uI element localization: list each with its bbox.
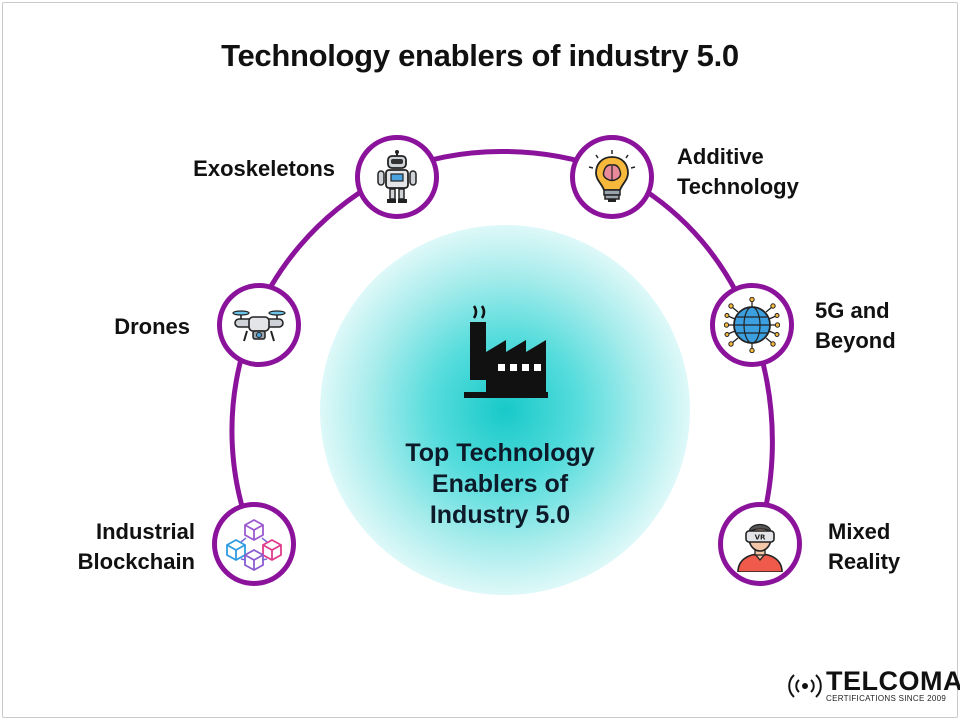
additive-technology-label: Additive Technology: [677, 142, 877, 202]
mixed-reality-node: VR: [718, 502, 802, 586]
mixed-reality-label: Mixed Reality: [828, 517, 948, 577]
exoskeletons-node: [355, 135, 439, 219]
center-caption-line-1: Top Technology: [405, 439, 595, 467]
logo-name: TELCOMA: [826, 666, 960, 696]
5g-and-beyond-label-line-2: Beyond: [815, 328, 896, 353]
5g-and-beyond-label-line-1: 5G and: [815, 298, 890, 323]
mixed-reality-label-line-1: Mixed: [828, 519, 891, 544]
additive-technology-label-line-1: Additive: [677, 144, 764, 169]
5g-and-beyond-node: [710, 283, 794, 367]
page-title: Technology enablers of industry 5.0: [221, 38, 739, 73]
industrial-blockchain-label-line-1: Industrial: [95, 519, 195, 544]
vr-headset-person-icon: VR: [737, 523, 783, 572]
logo-tagline: CERTIFICATIONS SINCE 2009: [826, 694, 947, 703]
industrial-blockchain-label-line-2: Blockchain: [77, 549, 195, 574]
lightbulb-brain-icon: [588, 150, 636, 202]
blockchain-cubes-icon: [226, 518, 282, 572]
center-glow: [320, 225, 690, 595]
exoskeletons-label-line: Exoskeletons: [193, 156, 335, 181]
center-caption: Top Technology Enablers of Industry 5.0: [370, 438, 630, 531]
additive-technology-node: [570, 135, 654, 219]
factory-icon: [464, 305, 548, 398]
exoskeletons-label: Exoskeletons: [150, 154, 335, 184]
svg-text:VR: VR: [755, 534, 766, 542]
industrial-blockchain-label: Industrial Blockchain: [40, 517, 195, 577]
center-caption-line-3: Industry 5.0: [429, 501, 571, 529]
additive-technology-label-line-2: Technology: [677, 174, 799, 199]
mixed-reality-label-line-2: Reality: [828, 549, 901, 574]
drones-node: [217, 283, 301, 367]
telcoma-logo: TELCOMA CERTIFICATIONS SINCE 2009: [788, 668, 960, 704]
drones-label-line: Drones: [114, 314, 190, 339]
globe-network-icon: [724, 297, 780, 353]
industrial-blockchain-node: [212, 502, 296, 586]
center-caption-line-2: Enablers of: [431, 470, 569, 498]
5g-and-beyond-label: 5G and Beyond: [815, 296, 945, 356]
signal-waves-icon: [788, 674, 822, 698]
robot-icon: [377, 150, 417, 203]
drones-label: Drones: [80, 312, 190, 342]
drone-icon: [232, 310, 286, 342]
